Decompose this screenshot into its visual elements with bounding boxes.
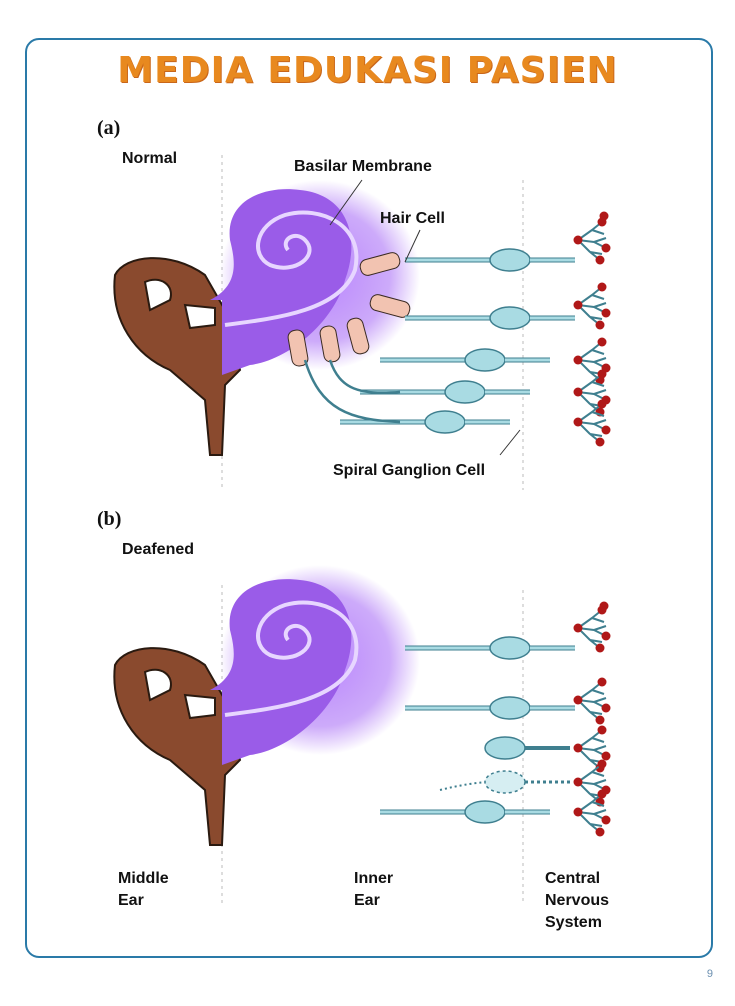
middle-ear-bone — [113, 647, 242, 846]
basilar-membrane-label: Basilar Membrane — [294, 158, 432, 175]
degenerated-neurons — [380, 637, 575, 823]
panel-a-tag: (a) — [97, 117, 121, 139]
panel-b-illustration — [113, 565, 612, 846]
page-title: MEDIA EDUKASI PASIEN — [0, 50, 735, 91]
spiral-ganglion-cell-label: Spiral Ganglion Cell — [333, 462, 486, 479]
panel-a-illustration — [113, 179, 612, 456]
hair-cell-label: Hair Cell — [380, 210, 445, 227]
inner-ear-label: Inner Ear — [354, 870, 394, 909]
cns-terminals — [572, 601, 612, 838]
panel-b-tag: (b) — [97, 508, 122, 530]
middle-ear-label: Middle Ear — [118, 870, 169, 909]
region-dividers — [221, 155, 524, 905]
neuron-fibers — [303, 359, 401, 424]
page-number: 9 — [706, 968, 713, 980]
title-text: MEDIA EDUKASI PASIEN — [117, 50, 618, 91]
cochlea — [210, 579, 352, 765]
cochlea — [210, 189, 352, 375]
cns-label: Central Nervous System — [545, 870, 610, 931]
basilar-membrane-coil — [224, 600, 359, 717]
state-normal-label: Normal — [122, 150, 178, 167]
hair-cells — [287, 252, 411, 367]
state-deafened-label: Deafened — [122, 541, 195, 558]
basilar-membrane-coil — [224, 210, 359, 327]
cns-terminals — [572, 211, 612, 448]
